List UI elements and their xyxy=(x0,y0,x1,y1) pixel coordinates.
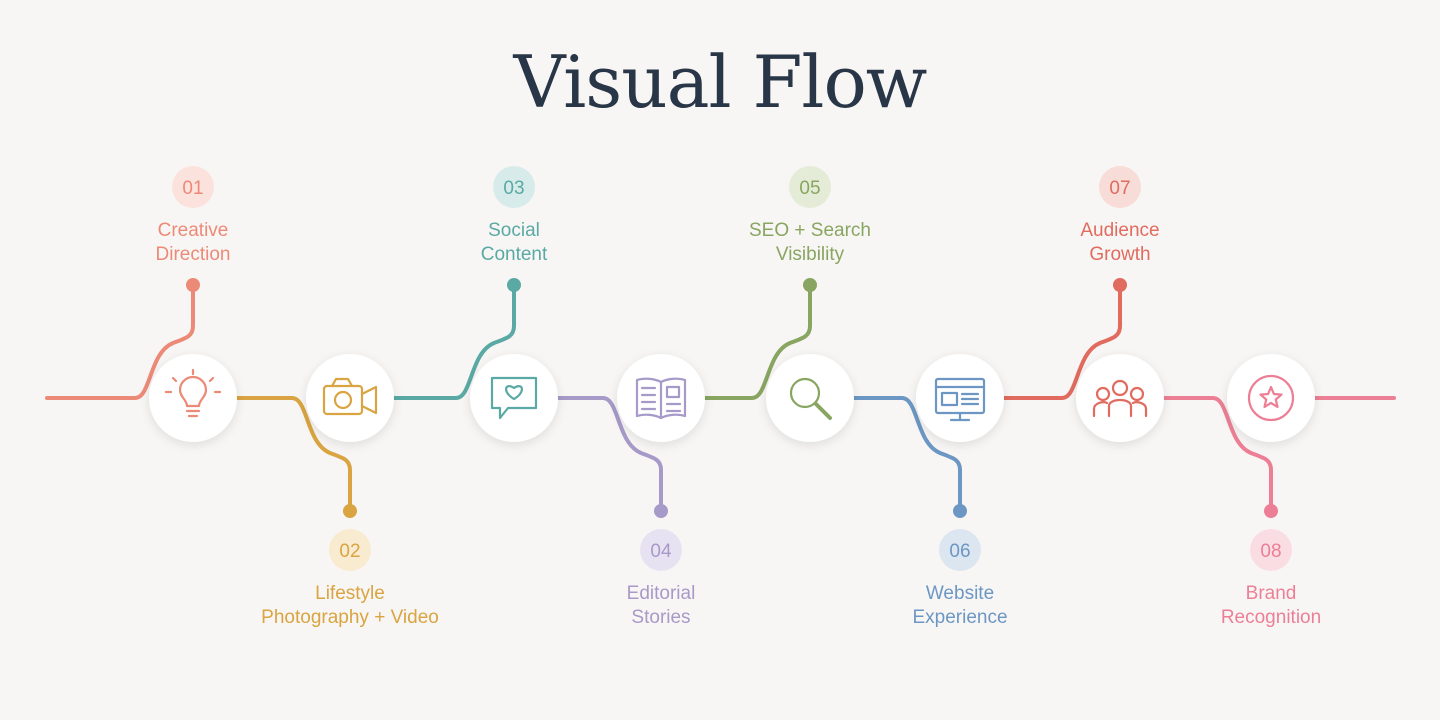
step-number-badge xyxy=(493,166,535,208)
book-icon xyxy=(635,377,687,420)
connector-line-8 xyxy=(1162,396,1273,513)
connector-line-1 xyxy=(45,283,195,400)
step-number-badge xyxy=(789,166,831,208)
connector-lines xyxy=(45,278,1396,518)
star-icon xyxy=(1247,374,1295,422)
step-nodes xyxy=(149,354,1315,442)
connector-dot-3 xyxy=(507,278,521,292)
monitor-icon xyxy=(934,377,986,422)
step-node-07 xyxy=(1076,354,1164,442)
step-label-line-2: Content xyxy=(481,244,548,265)
step-number: 05 xyxy=(799,178,820,199)
connector-dot-1 xyxy=(186,278,200,292)
step-label-line-1: SEO + Search xyxy=(749,220,871,241)
step-node-04 xyxy=(617,354,705,442)
connector-line-2 xyxy=(235,396,352,513)
step-label-line-2: Experience xyxy=(912,607,1007,628)
step-number-badge xyxy=(329,529,371,571)
connector-dot-2 xyxy=(343,504,357,518)
step-label-line-2: Growth xyxy=(1089,244,1150,265)
step-node-02 xyxy=(306,354,394,442)
connector-dot-7 xyxy=(1113,278,1127,292)
step-node-01 xyxy=(149,354,237,442)
connector-dot-6 xyxy=(953,504,967,518)
node-circle xyxy=(1227,354,1315,442)
step-label-line-2: Recognition xyxy=(1221,607,1321,628)
node-circle xyxy=(149,354,237,442)
step-number: 02 xyxy=(339,541,360,562)
step-label-line-1: Website xyxy=(926,583,994,604)
step-label-line-2: Visibility xyxy=(776,244,845,265)
step-label-line-1: Creative xyxy=(158,220,229,241)
step-number: 07 xyxy=(1109,178,1130,199)
search-icon xyxy=(789,377,832,420)
lightbulb-icon xyxy=(164,368,222,418)
people-icon xyxy=(1092,379,1148,418)
step-label-line-1: Social xyxy=(488,220,540,241)
connector-dot-5 xyxy=(803,278,817,292)
step-number-badge xyxy=(640,529,682,571)
node-circle xyxy=(1076,354,1164,442)
step-number-badge xyxy=(1250,529,1292,571)
step-node-06 xyxy=(916,354,1004,442)
step-label-line-2: Stories xyxy=(631,607,690,628)
connector-dot-4 xyxy=(654,504,668,518)
connector-line-3 xyxy=(392,283,516,400)
step-number-badge xyxy=(172,166,214,208)
step-label-line-1: Editorial xyxy=(627,583,696,604)
step-label-line-2: Photography + Video xyxy=(261,607,439,628)
step-node-08 xyxy=(1227,354,1315,442)
page-title: Visual Flow xyxy=(513,40,928,124)
step-label-line-2: Direction xyxy=(156,244,231,265)
step-node-03 xyxy=(470,354,558,442)
node-circle xyxy=(916,354,1004,442)
connector-line-5 xyxy=(703,283,812,400)
node-circle xyxy=(766,354,854,442)
chat-heart-icon xyxy=(490,376,538,420)
step-node-05 xyxy=(766,354,854,442)
step-number: 04 xyxy=(650,541,672,562)
step-number-badge xyxy=(939,529,981,571)
connector-line-4 xyxy=(556,396,663,513)
step-label-line-1: Audience xyxy=(1080,220,1159,241)
step-number: 01 xyxy=(182,178,203,199)
step-number: 08 xyxy=(1260,541,1281,562)
step-number-badge xyxy=(1099,166,1141,208)
step-number: 06 xyxy=(949,541,970,562)
connector-line-7 xyxy=(1002,283,1122,400)
step-label-line-1: Brand xyxy=(1246,583,1297,604)
connector-dot-8 xyxy=(1264,504,1278,518)
step-label-line-1: Lifestyle xyxy=(315,583,385,604)
step-number: 03 xyxy=(503,178,524,199)
connector-line-6 xyxy=(852,396,962,513)
camera-icon xyxy=(322,377,378,416)
